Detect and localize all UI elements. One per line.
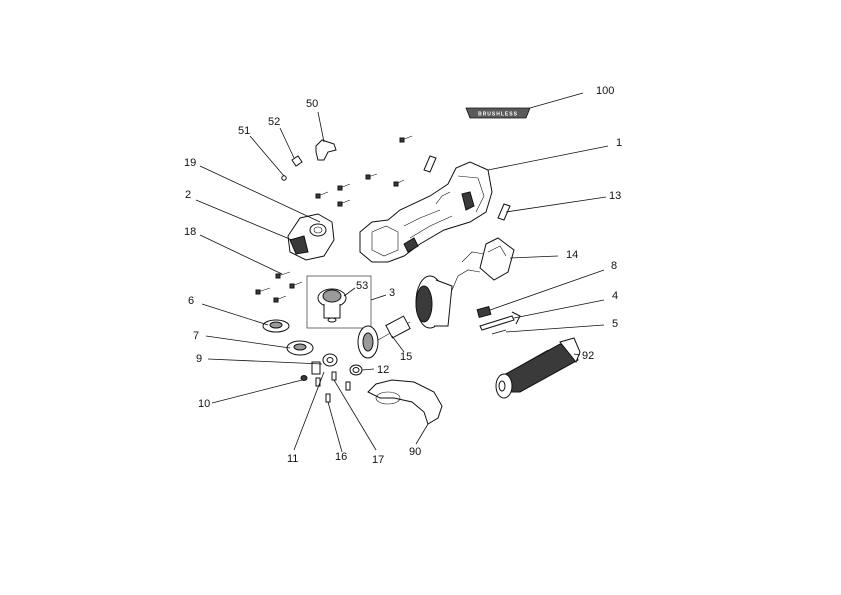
callout-52: 52	[268, 116, 280, 128]
callout-9: 9	[196, 353, 202, 365]
callout-3: 3	[389, 287, 395, 299]
gear-housing	[287, 213, 335, 261]
callout-13: 13	[609, 190, 621, 202]
callout-14: 14	[566, 249, 578, 261]
bevel-gear-box	[306, 275, 372, 329]
callout-10: 10	[198, 398, 210, 410]
callout-8: 8	[611, 260, 617, 272]
controller-board	[451, 237, 515, 291]
wheel-guard	[367, 379, 443, 425]
callout-2: 2	[185, 189, 191, 201]
brushless-badge: BRUSHLESS	[465, 107, 531, 119]
motor-housing	[359, 161, 493, 263]
callout-92: 92	[582, 350, 594, 362]
side-handle	[495, 337, 581, 399]
callout-53: 53	[356, 280, 368, 292]
callout-4: 4	[612, 290, 618, 302]
leader-lines	[195, 92, 609, 453]
callout-11: 11	[287, 453, 298, 465]
callout-7: 7	[193, 330, 199, 342]
badge-label: BRUSHLESS	[478, 112, 518, 118]
callout-1: 1	[616, 137, 622, 149]
callout-51: 51	[238, 125, 250, 137]
callout-90: 90	[409, 446, 421, 458]
callout-18: 18	[184, 226, 196, 238]
small-hardware	[300, 353, 363, 403]
callout-50: 50	[306, 98, 318, 110]
callout-5: 5	[612, 318, 618, 330]
spindle-lock-assembly	[281, 139, 337, 181]
housing-screws	[315, 135, 413, 207]
callout-16: 16	[335, 451, 347, 463]
callout-19: 19	[184, 157, 196, 169]
callout-labels: 100 1 50 52 51 19 2 13 18 14 8 53 3 4 6 …	[184, 85, 622, 466]
callout-15: 15	[400, 351, 412, 363]
callout-12: 12	[377, 364, 389, 376]
rotor-assembly	[357, 275, 453, 359]
gear-screws	[255, 271, 303, 303]
callout-17: 17	[372, 454, 384, 466]
callout-100: 100	[596, 85, 614, 97]
callout-6: 6	[188, 295, 194, 307]
switch-parts	[476, 305, 521, 335]
flanges	[262, 319, 314, 356]
side-clips	[423, 155, 511, 221]
